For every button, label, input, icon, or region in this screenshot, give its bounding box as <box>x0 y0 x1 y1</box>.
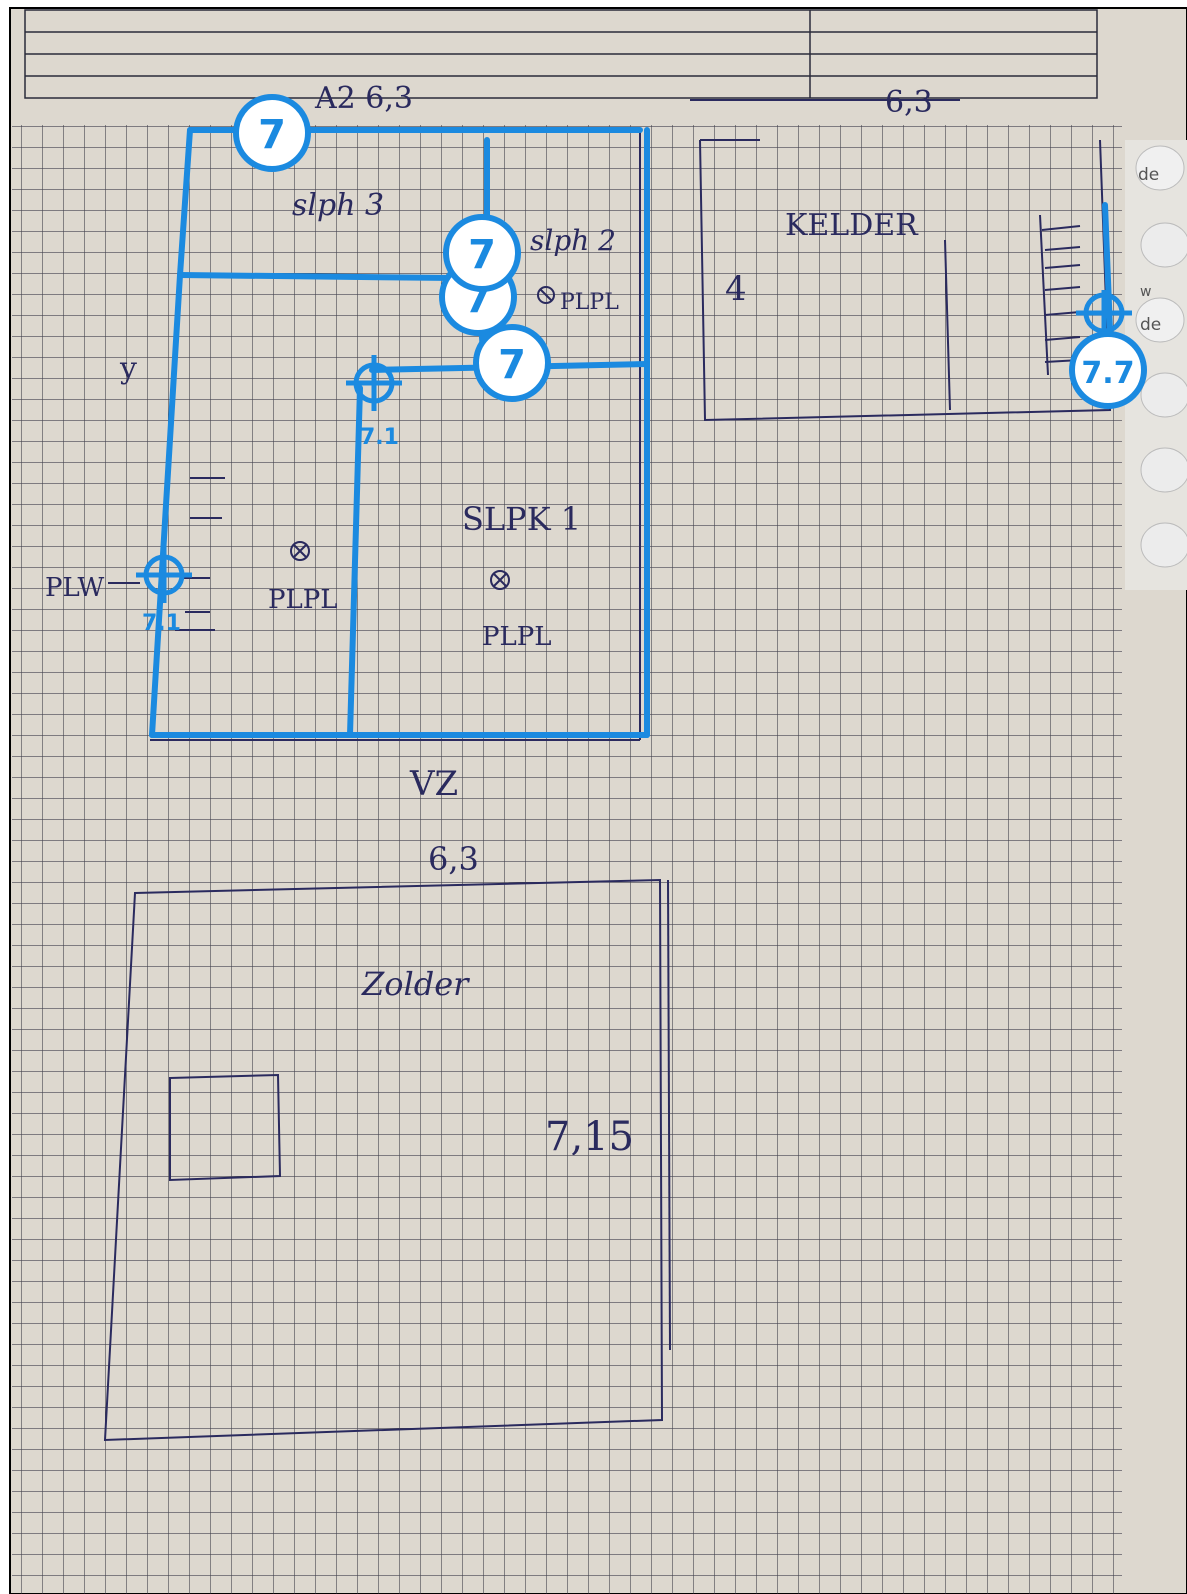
room-label-slph2: slph 2 <box>530 224 616 257</box>
room-label-slph3: slph 3 <box>292 188 384 223</box>
grid-area <box>12 125 1122 1594</box>
floor-label-a2: A2 6,3 <box>314 81 413 116</box>
header-table <box>24 9 1098 99</box>
label-plw: PLW <box>45 573 105 603</box>
marker-label-7-1-left: 7.1 <box>142 611 181 636</box>
tab-label-w: w <box>1140 284 1151 300</box>
tab-label-de-2: de <box>1140 315 1161 335</box>
sketch-plan-a <box>108 130 641 741</box>
markup-badge: 7 <box>473 324 551 402</box>
markup-badge: 7 <box>233 94 311 172</box>
sketch-zolder <box>103 878 671 1442</box>
tab-label-de: de <box>1138 165 1159 185</box>
floor-label-kelder-level: 6,3 <box>885 85 933 120</box>
svg-text:7.7: 7.7 <box>1081 356 1134 391</box>
margin-label-y: y <box>119 351 137 386</box>
room-label-kelder: KELDER <box>785 208 919 243</box>
markup-badge-overlap: 7.7 <box>1069 331 1147 409</box>
value-label-7-15: 7,15 <box>545 1114 634 1160</box>
room-label-zolder: Zolder <box>361 965 470 1003</box>
markup-badge: 7 <box>443 214 521 292</box>
sketch-kelder <box>690 99 1112 422</box>
marker-label-7-1-center: 7.1 <box>360 425 399 450</box>
svg-text:7: 7 <box>468 232 496 278</box>
svg-text:7: 7 <box>498 342 526 388</box>
room-label-plpl-top: PLPL <box>560 290 619 315</box>
room-label-plpl-left: PLPL <box>268 585 338 615</box>
label-vz: VZ <box>409 764 458 804</box>
markup-light-markers <box>136 290 1132 603</box>
label-4: 4 <box>725 269 747 309</box>
svg-text:7: 7 <box>258 112 286 158</box>
floor-label-zolder-level: 6,3 <box>428 840 479 878</box>
room-label-slpk1: SLPK 1 <box>462 500 581 538</box>
sketch-marks <box>290 286 555 590</box>
room-label-plpl-right: PLPL <box>482 622 552 652</box>
